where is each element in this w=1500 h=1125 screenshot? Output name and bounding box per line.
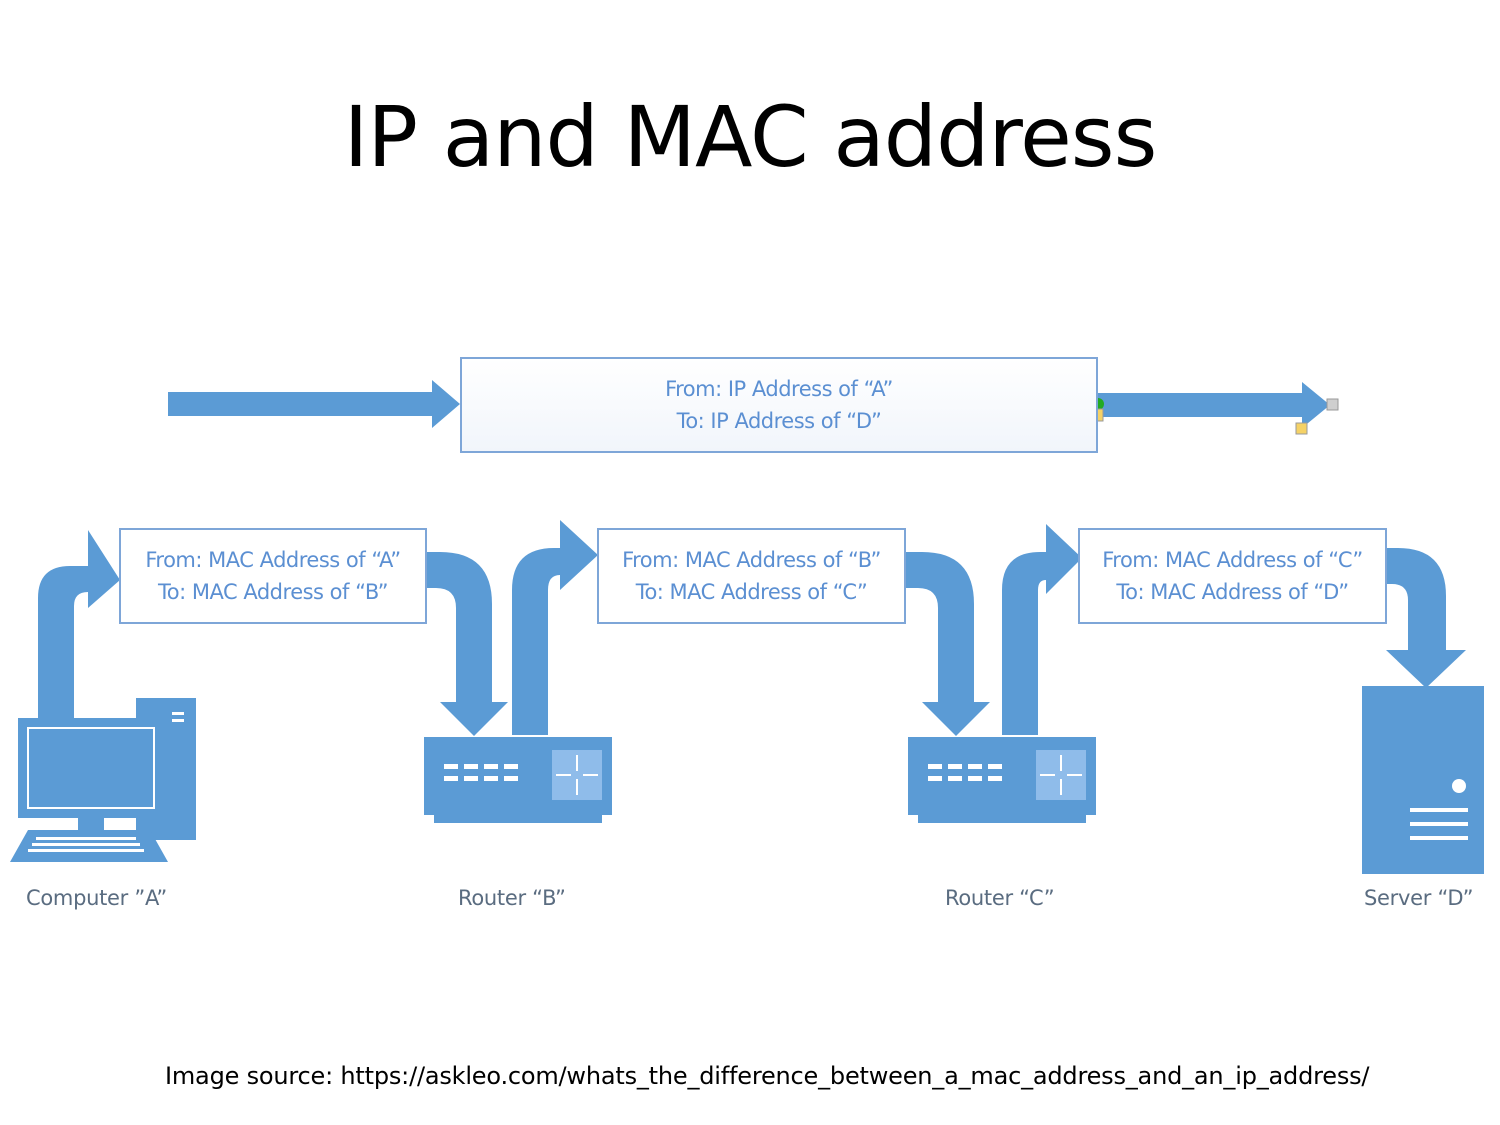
mac-to-text: To: MAC Address of “D”: [1116, 580, 1349, 604]
ip-incoming-arrow: [168, 380, 460, 428]
mac-header-box-b-c: From: MAC Address of “B” To: MAC Address…: [597, 528, 906, 624]
uplink-arrow-a: [38, 530, 120, 720]
downlink-arrow-c: [905, 552, 990, 736]
ip-to-text: To: IP Address of “D”: [676, 409, 882, 433]
slide-title: IP and MAC address: [343, 88, 1158, 186]
mac-from-text: From: MAC Address of “A”: [145, 548, 401, 572]
server-icon: [1362, 686, 1484, 874]
mac-from-text: From: MAC Address of “C”: [1102, 548, 1363, 572]
mac-header-box-a-b: From: MAC Address of “A” To: MAC Address…: [119, 528, 427, 624]
mac-from-text: From: MAC Address of “B”: [622, 548, 881, 572]
computer-a-label: Computer ”A”: [26, 886, 168, 910]
router-icon: [908, 737, 1096, 823]
server-d-label: Server “D”: [1364, 886, 1474, 910]
image-source-caption: Image source: https://askleo.com/whats_t…: [165, 1062, 1370, 1090]
router-b-label: Router “B”: [458, 886, 566, 910]
mac-to-text: To: MAC Address of “B”: [158, 580, 388, 604]
computer-icon: [10, 698, 196, 862]
downlink-arrow-b: [425, 552, 508, 736]
ip-outgoing-arrow: [1091, 382, 1339, 435]
router-icon: [424, 737, 612, 823]
uplink-arrow-c: [1002, 524, 1082, 735]
mac-header-box-c-d: From: MAC Address of “C” To: MAC Address…: [1078, 528, 1387, 624]
router-c-label: Router “C”: [945, 886, 1055, 910]
mac-to-text: To: MAC Address of “C”: [635, 580, 868, 604]
uplink-arrow-b: [512, 520, 598, 735]
ip-header-box: From: IP Address of “A” To: IP Address o…: [460, 357, 1098, 453]
downlink-arrow-d: [1385, 548, 1466, 688]
ip-from-text: From: IP Address of “A”: [665, 377, 893, 401]
